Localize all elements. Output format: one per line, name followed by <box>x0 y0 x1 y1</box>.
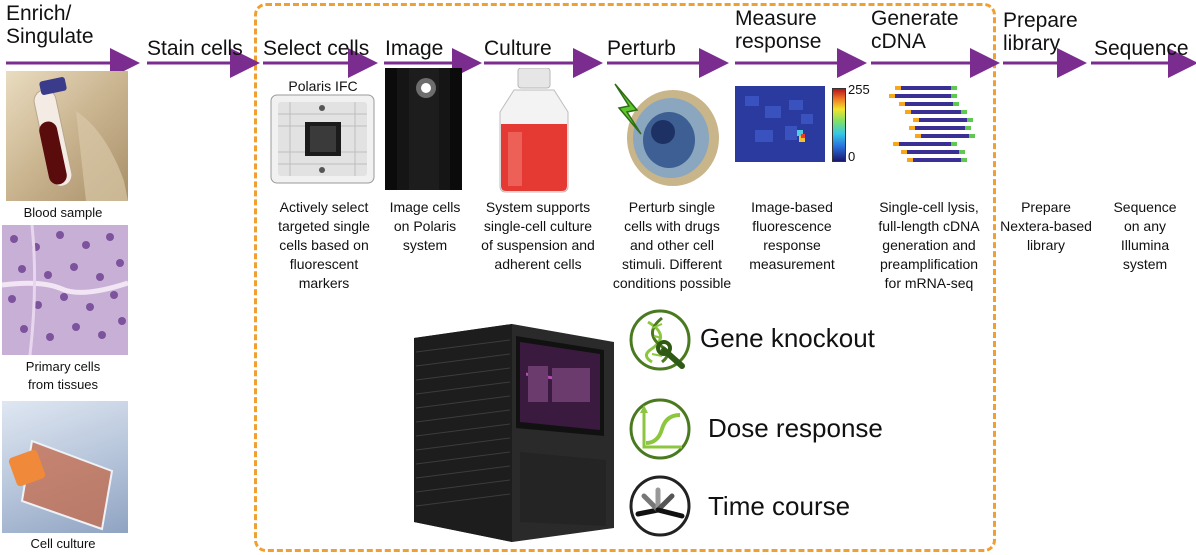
chip-label: Polaris IFC <box>288 78 358 94</box>
perturbed-cell-image <box>607 80 722 192</box>
dose-curve-icon <box>628 397 692 461</box>
step-title-culture: Culture <box>484 37 552 60</box>
blood-sample-label: Blood sample <box>23 205 103 220</box>
polaris-ifc-chip-image <box>270 94 375 184</box>
colorbar <box>832 88 846 162</box>
step-title-image: Image <box>385 37 444 60</box>
cell-culture-image <box>2 401 128 533</box>
cdna-reads-image <box>885 84 975 168</box>
step-title-enrich: Enrich/Singulate <box>6 2 94 48</box>
app-label-gene-knockout: Gene knockout <box>700 323 875 353</box>
step-title-select: Select cells <box>263 37 370 60</box>
colorbar-max-label: 255 <box>848 82 870 97</box>
polaris-instrument-image <box>408 322 618 544</box>
culture-media-bottle-image <box>484 68 584 194</box>
polaris-workflow-box <box>254 3 996 552</box>
step-title-sequence: Sequence <box>1094 37 1189 60</box>
dna-wrench-icon <box>628 308 692 372</box>
app-label-dose-response: Dose response <box>708 413 883 443</box>
fluorescence-cell-image <box>385 68 462 190</box>
blood-sample-image <box>6 71 128 201</box>
tissue-image <box>2 225 128 355</box>
step-arrows <box>6 48 1196 78</box>
colorbar-min-label: 0 <box>848 149 856 164</box>
step-title-stain: Stain cells <box>147 37 243 60</box>
response-heatmap-image <box>735 86 825 162</box>
app-label-time-course: Time course <box>708 491 851 521</box>
time-course-icon <box>628 474 692 538</box>
step-title-perturb: Perturb <box>607 37 676 60</box>
cell-culture-label: Cell culture <box>30 536 96 551</box>
